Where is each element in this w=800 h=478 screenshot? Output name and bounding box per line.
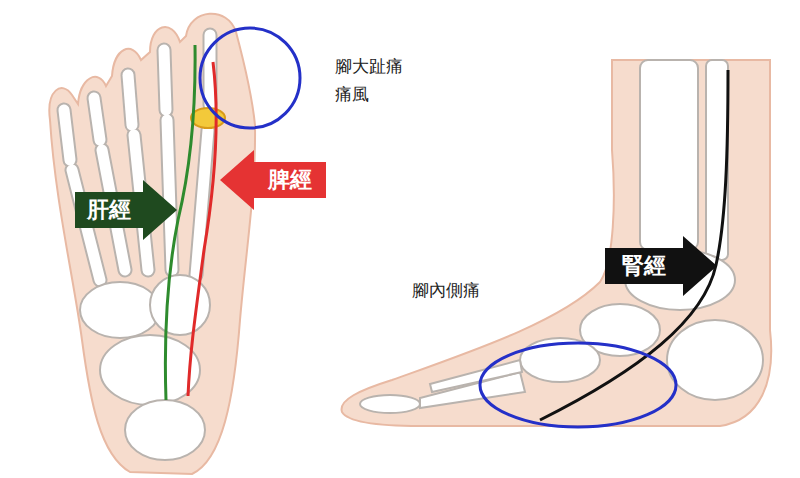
symptom-label: 腳大趾痛: [335, 56, 403, 76]
arrow-body: [75, 180, 177, 240]
toe-pain-circle: [200, 28, 300, 128]
foot-side-skin: [342, 60, 772, 426]
inner-foot-pain-circle: [480, 343, 676, 427]
arrow-label: 腎經: [605, 236, 717, 296]
meridian-name: 肝經: [87, 199, 131, 221]
symptom-label: 痛風: [335, 84, 369, 104]
arrow-body: [220, 150, 326, 210]
meridian-name: 腎經: [622, 255, 666, 277]
kidney-meridian-line: [540, 70, 728, 420]
arrow-label: 脾經: [220, 150, 326, 210]
symptom-label: 腳內側痛: [412, 280, 480, 300]
foot-top-skin: [49, 14, 255, 474]
arrow-label: 肝經: [75, 180, 177, 240]
arrow-body: [605, 236, 717, 296]
foot-side-bones: [360, 60, 763, 413]
meridian-name: 脾經: [268, 169, 312, 191]
foot-top-bones: [64, 35, 210, 460]
